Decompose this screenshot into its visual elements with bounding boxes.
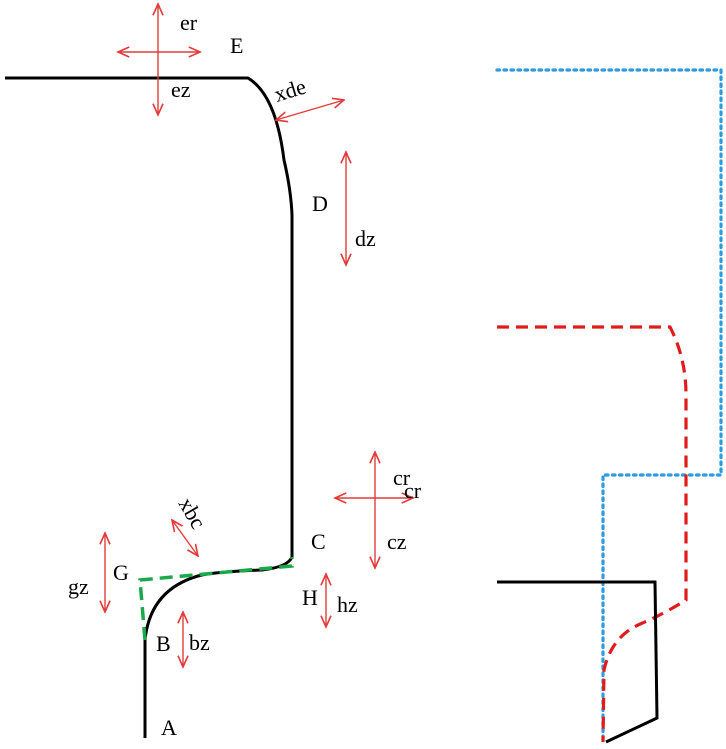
label-cz: cz: [387, 529, 407, 554]
label-xde: xde: [271, 74, 309, 107]
main-profile-curve: [5, 76, 294, 738]
label-G: G: [113, 560, 129, 585]
label-A: A: [161, 715, 177, 740]
label-xbc: xbc: [174, 493, 212, 533]
black-block-outline: [497, 580, 659, 744]
red-dashed-curve: [497, 325, 688, 743]
label-C: C: [311, 529, 326, 554]
blue-dotted-outline: [495, 68, 723, 744]
green-dashed-construction: [138, 557, 294, 641]
label-cr-1: cr: [393, 465, 411, 490]
label-bz: bz: [189, 630, 210, 655]
label-er: er: [180, 10, 198, 35]
label-ez: ez: [171, 77, 191, 102]
label-E: E: [230, 33, 243, 58]
label-gz: gz: [68, 574, 89, 599]
label-hz: hz: [337, 592, 358, 617]
label-B: B: [156, 631, 171, 656]
label-cr-2: cr: [404, 478, 422, 503]
arrow-xbc: [172, 520, 198, 556]
arrow-xde: [276, 100, 344, 120]
label-D: D: [312, 191, 328, 216]
label-H: H: [302, 585, 318, 610]
label-dz: dz: [355, 226, 376, 251]
